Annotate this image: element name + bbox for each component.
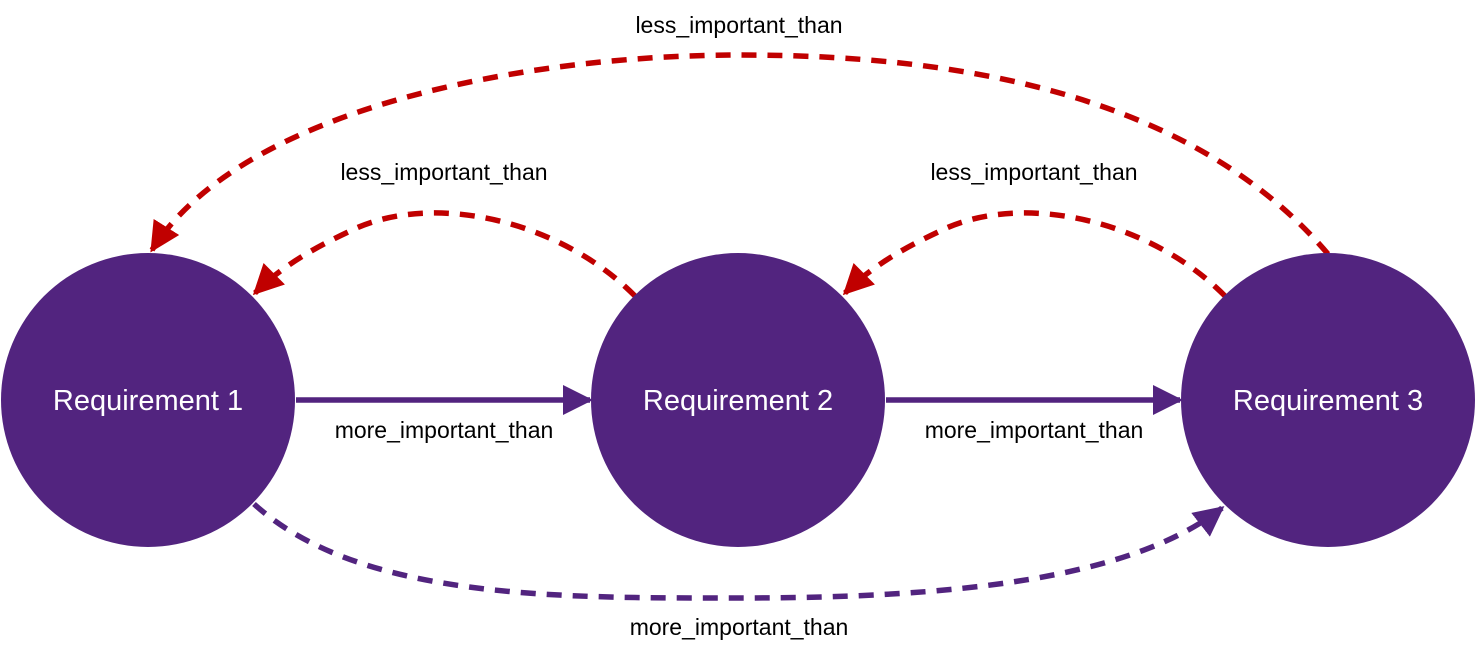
- edge-label-req3-req2: less_important_than: [930, 159, 1137, 185]
- edge-label-req3-req1: less_important_than: [635, 12, 842, 38]
- edge-label-req2-req1: less_important_than: [340, 159, 547, 185]
- node-label: Requirement 3: [1233, 385, 1423, 417]
- edge-req3-to-req1-less: [149, 52, 1331, 256]
- edge-req1-to-req3-more: [252, 501, 1225, 601]
- node-requirement-1: Requirement 1: [1, 253, 295, 547]
- node-circle: [1181, 253, 1475, 547]
- node-circle: [1, 253, 295, 547]
- node-circle: [591, 253, 885, 547]
- edge-req3-to-req2-less: [842, 210, 1227, 298]
- node-requirement-3: Requirement 3: [1181, 253, 1475, 547]
- edge-label-req1-req3: more_important_than: [630, 614, 849, 640]
- node-label: Requirement 2: [643, 385, 833, 417]
- edge-req2-to-req1-less: [252, 210, 637, 298]
- edge-label-req2-req3: more_important_than: [925, 417, 1144, 443]
- node-requirement-2: Requirement 2: [591, 253, 885, 547]
- edge-label-req1-req2: more_important_than: [335, 417, 554, 443]
- node-label: Requirement 1: [53, 385, 243, 417]
